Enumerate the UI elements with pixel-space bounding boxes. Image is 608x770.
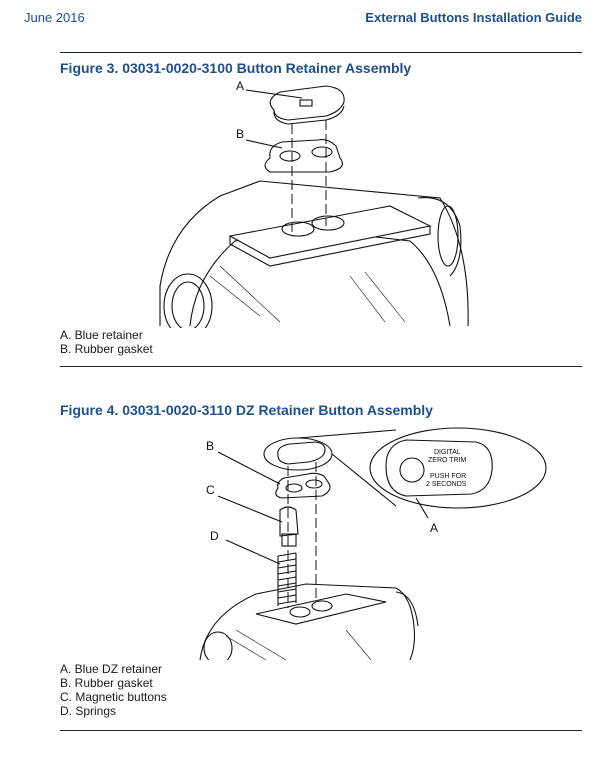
figure4-callout-a: A — [430, 521, 438, 535]
transmitter-housing — [199, 583, 416, 660]
legend-item: A. Blue DZ retainer — [60, 662, 163, 676]
rubber-gasket-part — [264, 139, 343, 173]
section-divider — [60, 730, 582, 731]
detail-magnifier — [369, 427, 547, 509]
detail-text-line3: PUSH FOR — [430, 473, 466, 480]
figure4-callout-c: C — [206, 483, 215, 497]
blue-retainer-part — [269, 85, 345, 125]
figure3-illustration: A B — [159, 79, 469, 328]
legend-item: B. Rubber gasket — [60, 676, 153, 690]
springs-part — [277, 552, 297, 606]
blue-dz-retainer-part — [263, 437, 333, 471]
header-date: June 2016 — [24, 10, 85, 25]
figure4-title: Figure 4. 03031-0020-3110 DZ Retainer Bu… — [60, 402, 433, 418]
figure3-callout-b: B — [236, 127, 244, 141]
legend-item: C. Magnetic buttons — [60, 690, 167, 704]
dz-button-face — [399, 457, 425, 483]
header-divider — [60, 52, 582, 53]
detail-text-line1: DIGITAL — [434, 449, 461, 456]
magnetic-button-part — [279, 506, 299, 547]
figure3-legend: A. Blue retainer B. Rubber gasket — [60, 328, 153, 356]
figure4-illustration: DIGITAL ZERO TRIM PUSH FOR 2 SECONDS B C… — [199, 427, 547, 660]
rubber-gasket-part — [275, 472, 331, 499]
detail-text-line2: ZERO TRIM — [428, 457, 467, 464]
figure4-callout-d: D — [210, 529, 219, 543]
figure3-title: Figure 3. 03031-0020-3100 Button Retaine… — [60, 60, 412, 76]
figure4-callout-b: B — [206, 439, 214, 453]
legend-item: A. Blue retainer — [60, 328, 143, 342]
transmitter-housing — [159, 180, 469, 327]
figure3-callout-a: A — [236, 79, 244, 93]
legend-item: B. Rubber gasket — [60, 342, 153, 356]
header-doc-title: External Buttons Installation Guide — [365, 10, 582, 25]
figure4-legend: A. Blue DZ retainer B. Rubber gasket C. … — [60, 662, 167, 718]
section-divider — [60, 366, 582, 367]
legend-item: D. Springs — [60, 704, 117, 718]
detail-text-line4: 2 SECONDS — [426, 481, 467, 488]
